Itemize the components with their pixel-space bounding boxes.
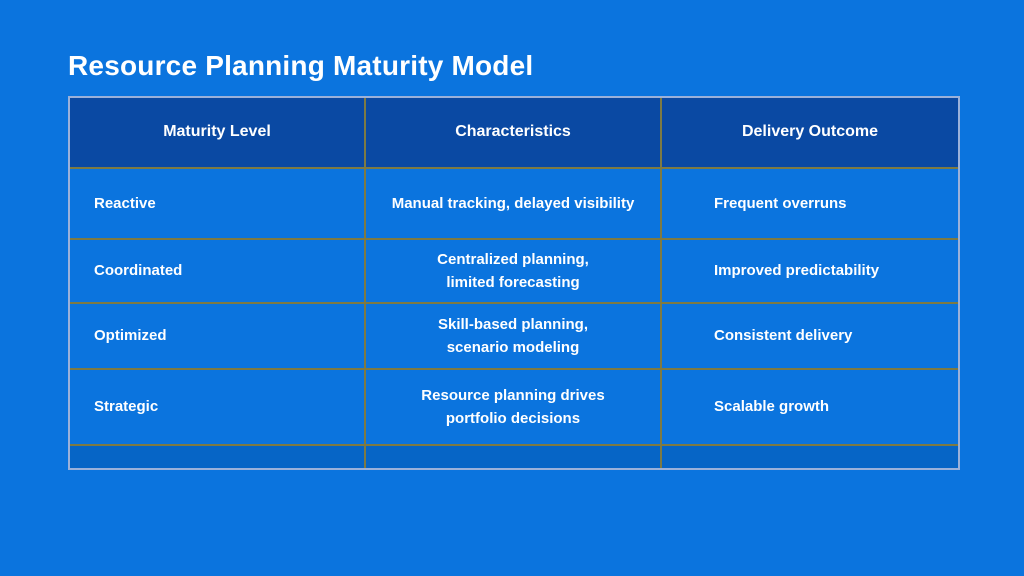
table-cell-outcome-coordinated: Improved predictability	[662, 240, 958, 304]
table-cell-level-strategic: Strategic	[70, 370, 366, 446]
table-cell-characteristics-strategic: Resource planning drives portfolio decis…	[366, 370, 662, 446]
table-cell-level-coordinated: Coordinated	[70, 240, 366, 304]
column-header-maturity-level: Maturity Level	[70, 98, 366, 169]
table-cell-outcome-reactive: Frequent overruns	[662, 169, 958, 240]
column-header-delivery-outcome: Delivery Outcome	[662, 98, 958, 169]
table-cell-characteristics-reactive: Manual tracking, delayed visibility	[366, 169, 662, 240]
table-cell-level-optimized: Optimized	[70, 304, 366, 370]
page-title: Resource Planning Maturity Model	[68, 50, 534, 81]
table-cell-outcome-optimized: Consistent delivery	[662, 304, 958, 370]
table-cell-level-reactive: Reactive	[70, 169, 366, 240]
column-header-characteristics: Characteristics	[366, 98, 662, 169]
maturity-model-table: Maturity Level Characteristics Delivery …	[68, 96, 960, 470]
empty-row-cell	[70, 446, 366, 468]
table-cell-characteristics-coordinated: Centralized planning, limited forecastin…	[366, 240, 662, 304]
empty-row-cell	[366, 446, 662, 468]
empty-row-cell	[662, 446, 958, 468]
table-cell-outcome-strategic: Scalable growth	[662, 370, 958, 446]
table-cell-characteristics-optimized: Skill-based planning, scenario modeling	[366, 304, 662, 370]
